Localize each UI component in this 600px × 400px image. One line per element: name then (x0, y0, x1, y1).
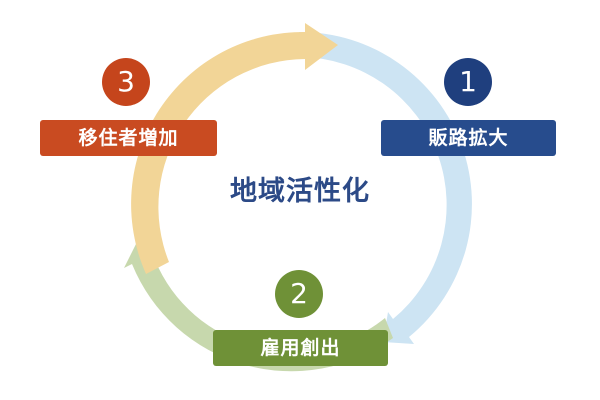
step-3-label: 移住者増加 (40, 120, 217, 156)
step-2-number-badge: 2 (275, 270, 323, 318)
arc-step-2 (124, 240, 393, 372)
step-1-number-badge: 1 (444, 58, 492, 106)
center-title: 地域活性化 (230, 176, 370, 207)
arc-step-3 (131, 23, 338, 274)
step-3-number-badge: 3 (102, 58, 150, 106)
step-2-label: 雇用創出 (213, 330, 388, 366)
step-1-label: 販路拡大 (381, 120, 556, 156)
arc-step-1 (299, 31, 472, 345)
